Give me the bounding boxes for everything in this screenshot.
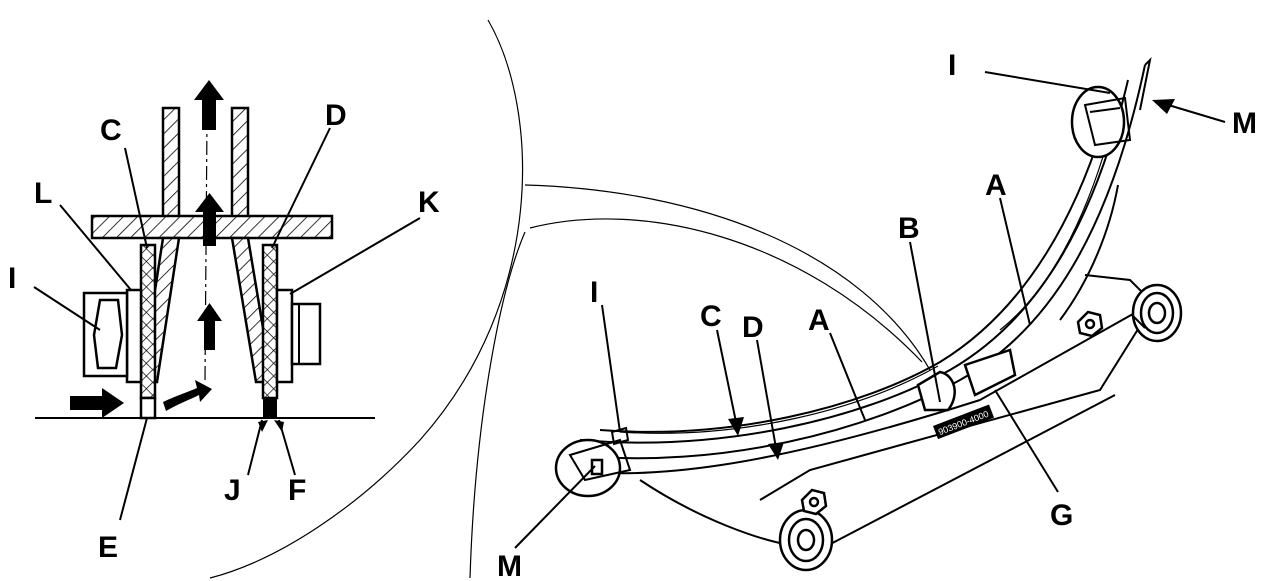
label-i: I <box>8 262 16 295</box>
flow-arrow-top <box>194 80 224 130</box>
insert-tip-e <box>139 396 157 420</box>
label-m-top: M <box>1232 107 1257 140</box>
label-c: C <box>100 114 122 147</box>
end-cap-top <box>1070 85 1132 159</box>
outlet-tube-wall-right <box>230 106 250 228</box>
insert-c <box>139 243 157 400</box>
insert-d <box>261 243 279 400</box>
outlet-tube-wall-left <box>161 106 181 228</box>
side-box-right <box>290 302 322 366</box>
label-k: K <box>418 186 440 219</box>
label-d: D <box>325 99 347 132</box>
flow-arrow-mid <box>195 193 224 246</box>
wheel-bottom <box>778 508 834 572</box>
label-j: J <box>224 474 241 507</box>
label-c-rail: C <box>700 300 722 333</box>
label-m-bottom: M <box>497 550 522 581</box>
block-l <box>125 288 143 384</box>
flow-arrow-curved <box>163 380 212 411</box>
section-view: C D L K I E J F <box>8 19 524 579</box>
flow-arrow-low <box>197 303 222 350</box>
rail-assembly: 903900-4000 <box>469 49 1257 581</box>
label-g: G <box>1050 499 1073 532</box>
block-b <box>916 370 956 412</box>
label-a-top: A <box>985 169 1007 202</box>
bolt-bottom <box>800 488 828 516</box>
magnet-left <box>92 298 124 370</box>
flow-arrow-inlet <box>70 388 124 418</box>
label-a-mid: A <box>808 304 830 337</box>
label-e: E <box>98 531 118 564</box>
insert-tip-j <box>263 398 277 418</box>
label-i-top: I <box>948 49 956 82</box>
label-f: F <box>288 474 306 507</box>
bolt-right <box>1076 310 1104 338</box>
label-l: L <box>34 177 52 210</box>
label-d-rail: D <box>742 311 764 344</box>
wheel-right <box>1131 283 1183 343</box>
end-cap-left <box>554 426 632 498</box>
label-i-left: I <box>590 276 598 309</box>
detail-boundary-curve <box>209 19 524 579</box>
block-k <box>275 288 294 384</box>
label-b: B <box>898 212 920 245</box>
